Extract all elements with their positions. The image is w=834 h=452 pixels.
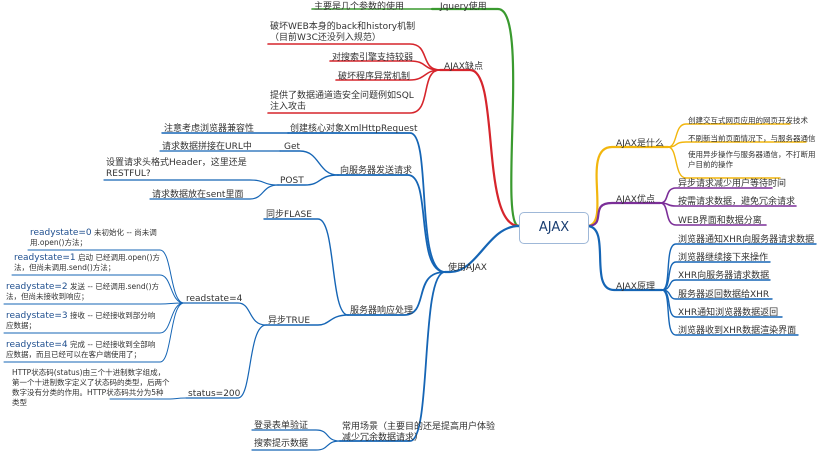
branch-rs-1 bbox=[11, 274, 185, 304]
pros-node[interactable]: AJAX优点 bbox=[616, 195, 655, 205]
branch-async bbox=[265, 314, 349, 326]
branch-response bbox=[347, 271, 446, 316]
branch-rs-4 bbox=[3, 302, 185, 363]
branch-get bbox=[279, 150, 339, 176]
async-node[interactable]: 异步TRUE bbox=[268, 316, 311, 326]
principle-item[interactable]: 浏览器收到XHR数据渲染界面 bbox=[678, 326, 797, 336]
readystate-desc: 接收 -- 已经接收到部分响应数据； bbox=[6, 311, 156, 330]
what-item[interactable]: 不刷新当前页面情况下，与服务器通信 bbox=[688, 134, 816, 143]
readystate-code: readystate=3 bbox=[6, 311, 68, 321]
principle-item[interactable]: XHR通知浏览器数据返回 bbox=[678, 308, 779, 318]
readystate-code: readystate=0 bbox=[30, 228, 92, 238]
cons-item[interactable]: 对搜索引擎支持较弱 bbox=[332, 53, 414, 63]
post-note[interactable]: 设置请求头格式Header，这里还是RESTFUL? bbox=[106, 158, 247, 179]
branch-cons bbox=[438, 68, 521, 228]
principle-item[interactable]: 服务器返回数据给XHR bbox=[678, 290, 770, 300]
readystate-code: readystate=1 bbox=[14, 253, 76, 263]
branch-status bbox=[185, 324, 267, 399]
pros-item[interactable]: 异步请求减少用户等待时间 bbox=[678, 179, 787, 189]
readystate-code: readystate=4 bbox=[6, 340, 68, 350]
get-note[interactable]: 请求数据拼接在URL中 bbox=[162, 142, 252, 152]
cons-item[interactable]: 破坏程序异常机制 bbox=[338, 72, 411, 82]
readystate-desc: 完成 -- 已经接收到全部响应数据，而且已经可以在客户端使用了； bbox=[6, 340, 156, 359]
branch-post bbox=[277, 174, 339, 186]
branch-principle-6 bbox=[661, 289, 799, 336]
readystate-desc: 未初始化 -- 尚未调用.open()方法； bbox=[30, 228, 157, 247]
branch-pros bbox=[585, 201, 662, 228]
branch-post-2 bbox=[149, 184, 279, 200]
scenario-node[interactable]: 常用场景（主要目的还是提高用户体验减少冗余数据请求） bbox=[342, 422, 496, 443]
branch-pros-3 bbox=[659, 202, 767, 226]
pros-item[interactable]: 按需请求数据，避免冗余请求 bbox=[678, 197, 796, 207]
branch-principle-1 bbox=[661, 243, 817, 291]
readystate-desc: 发送 -- 已经调用.send()方法，但尚未接收到响应； bbox=[6, 282, 160, 301]
branch-rs-2 bbox=[3, 302, 185, 305]
branch-send bbox=[337, 174, 446, 273]
branch-status-child bbox=[109, 397, 187, 400]
jquery-node[interactable]: Jquery使用 bbox=[440, 2, 487, 12]
use-node[interactable]: 使用AJAX bbox=[448, 263, 487, 273]
what-item[interactable]: 创建交互式网页应用的网页开发技术 bbox=[688, 116, 808, 125]
readystate-code: readystate=2 bbox=[6, 282, 68, 292]
central-topic[interactable]: AJAX bbox=[519, 212, 589, 244]
sync-node[interactable]: 同步FLASE bbox=[266, 210, 312, 220]
jquery-params-note[interactable]: 主要是几个参数的使用 bbox=[314, 2, 405, 12]
status-node[interactable]: status=200 bbox=[188, 389, 241, 399]
send-node[interactable]: 向服务器发送请求 bbox=[340, 166, 413, 176]
status-note[interactable]: HTTP状态码(status)由三个十进制数字组成，第一个十进制数字定义了状态码… bbox=[12, 368, 170, 407]
get-node[interactable]: Get bbox=[284, 142, 301, 152]
post-node[interactable]: POST bbox=[280, 176, 304, 186]
pros-item[interactable]: WEB界面和数据分离 bbox=[678, 216, 762, 226]
principle-item[interactable]: XHR向服务器请求数据 bbox=[678, 271, 770, 281]
what-node[interactable]: AJAX是什么 bbox=[616, 139, 664, 149]
cons-node[interactable]: AJAX缺点 bbox=[444, 62, 483, 72]
readystate-item[interactable]: readystate=1 启动 已经调用.open()方法，但尚未调用.send… bbox=[14, 253, 162, 273]
readystate-node[interactable]: readstate=4 bbox=[186, 294, 243, 304]
cons-item[interactable]: 提供了数据通道造安全问题例如SQL注入攻击 bbox=[270, 91, 414, 112]
branch-use bbox=[443, 224, 521, 274]
post-note[interactable]: 请求数据放在sent里面 bbox=[152, 190, 244, 200]
branch-what-2 bbox=[667, 141, 807, 148]
principle-item[interactable]: 浏览器通知XHR向服务器请求数据 bbox=[678, 235, 815, 245]
create-node[interactable]: 创建核心对象XmlHttpRequest bbox=[290, 124, 418, 134]
readystate-item[interactable]: readystate=3 接收 -- 已经接收到部分响应数据； bbox=[6, 311, 162, 331]
branch-create bbox=[287, 132, 446, 273]
branch-rs-0 bbox=[27, 249, 185, 304]
create-compat-note[interactable]: 注意考虑浏览器兼容性 bbox=[164, 124, 255, 134]
readystate-item[interactable]: readystate=2 发送 -- 已经调用.send()方法，但尚未接收到响… bbox=[6, 282, 162, 302]
branch-what bbox=[585, 145, 670, 228]
branch-sync bbox=[263, 218, 349, 316]
principle-node[interactable]: AJAX原理 bbox=[616, 282, 655, 292]
branch-principle-2 bbox=[661, 261, 771, 291]
scenario-item[interactable]: 登录表单验证 bbox=[254, 421, 309, 431]
branch-post-1 bbox=[103, 179, 279, 186]
branch-scenario-2 bbox=[251, 440, 341, 451]
scenario-item[interactable]: 搜索提示数据 bbox=[254, 439, 309, 449]
readystate-item[interactable]: readystate=4 完成 -- 已经接收到全部响应数据，而且已经可以在客户… bbox=[6, 340, 162, 360]
branch-scenario-1 bbox=[251, 429, 341, 442]
readystate-item[interactable]: readystate=0 未初始化 -- 尚未调用.open()方法； bbox=[30, 228, 162, 248]
branch-scenario bbox=[339, 271, 446, 442]
cons-item[interactable]: 破坏WEB本身的back和history机制（目前W3C还没列入规范） bbox=[270, 22, 416, 43]
branch-cons-4 bbox=[267, 69, 441, 114]
branch-principle bbox=[585, 224, 664, 292]
branch-what-3 bbox=[667, 146, 781, 179]
principle-item[interactable]: 浏览器继续接下来操作 bbox=[678, 253, 769, 263]
response-node[interactable]: 服务器响应处理 bbox=[350, 306, 414, 316]
branch-readstate bbox=[183, 302, 267, 326]
readystate-desc: 启动 已经调用.open()方法，但尚未调用.send()方法； bbox=[14, 253, 160, 272]
what-item[interactable]: 使用异步操作与服务器通信，不打断用户目前的操作 bbox=[688, 150, 816, 169]
branch-jquery bbox=[430, 7, 521, 228]
